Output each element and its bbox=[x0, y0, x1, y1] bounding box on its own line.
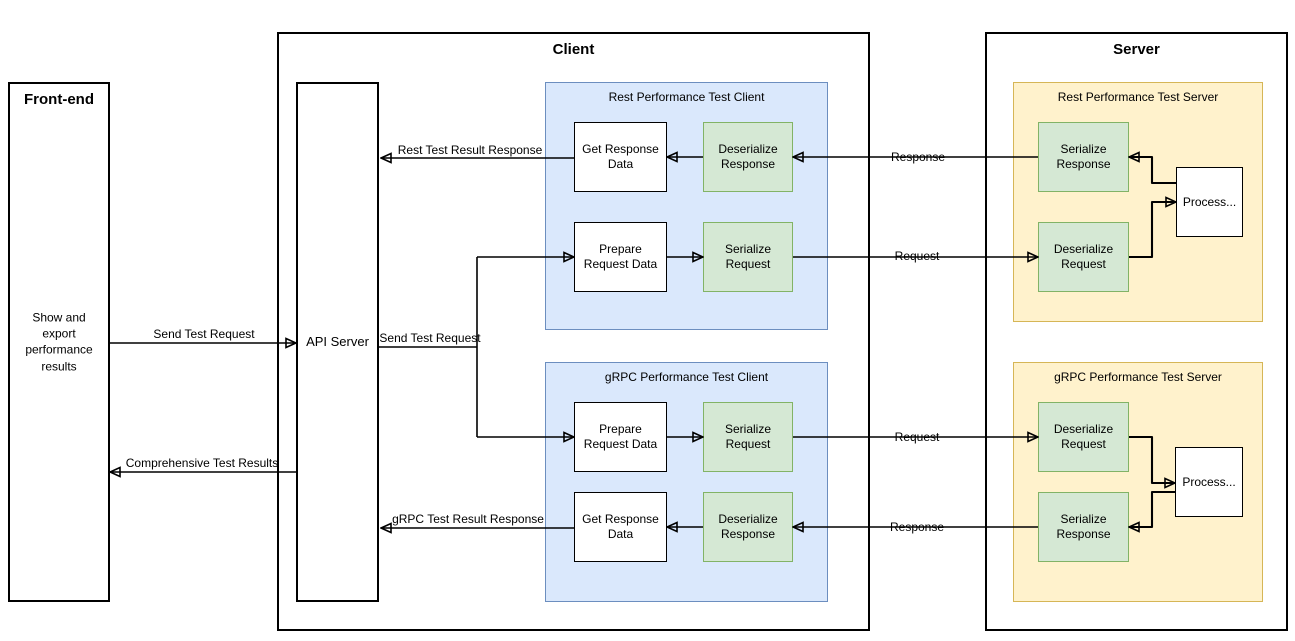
grpc-server-process-node: Process... bbox=[1175, 447, 1243, 517]
rest-client-serialize-request-node: Serialize Request bbox=[703, 222, 793, 292]
grpc-client-deserialize-response-node: Deserialize Response bbox=[703, 492, 793, 562]
grpc-server-deserialize-request-label: Deserialize Request bbox=[1053, 422, 1114, 451]
edge-label-comprehensive-test-results: Comprehensive Test Results bbox=[125, 456, 279, 470]
rest-server-serialize-response-label: Serialize Response bbox=[1056, 142, 1111, 171]
grpc-client-prepare-request-data-label: Prepare Request Data bbox=[583, 422, 658, 451]
rest-client-serialize-request-label: Serialize Request bbox=[724, 242, 772, 271]
edge-label-rest-test-result-response: Rest Test Result Response bbox=[397, 143, 543, 157]
rest-client-get-response-data-node: Get Response Data bbox=[574, 122, 667, 192]
rest-server-process-label: Process... bbox=[1182, 194, 1237, 209]
grpc-server-deserialize-request-node: Deserialize Request bbox=[1038, 402, 1129, 472]
edge-label-rest-response: Response bbox=[890, 150, 946, 164]
grpc-server-process-label: Process... bbox=[1182, 474, 1236, 489]
rest-client-get-response-data-label: Get Response Data bbox=[582, 142, 659, 171]
grpc-client-serialize-request-label: Serialize Request bbox=[724, 422, 772, 451]
grpc-client-group: gRPC Performance Test Client bbox=[545, 362, 828, 602]
rest-server-deserialize-request-node: Deserialize Request bbox=[1038, 222, 1129, 292]
grpc-server-serialize-response-node: Serialize Response bbox=[1038, 492, 1129, 562]
grpc-client-serialize-request-node: Serialize Request bbox=[703, 402, 793, 472]
rest-client-deserialize-response-node: Deserialize Response bbox=[703, 122, 793, 192]
grpc-client-deserialize-response-label: Deserialize Response bbox=[718, 512, 778, 541]
grpc-server-group-title: gRPC Performance Test Server bbox=[1054, 370, 1222, 384]
rest-client-group: Rest Performance Test Client bbox=[545, 82, 828, 330]
server-title: Server bbox=[1113, 41, 1160, 58]
rest-client-deserialize-response-label: Deserialize Response bbox=[718, 142, 778, 171]
grpc-client-get-response-data-label: Get Response Data bbox=[582, 512, 659, 541]
rest-server-serialize-response-node: Serialize Response bbox=[1038, 122, 1129, 192]
edge-label-send-test-request-api: Send Test Request bbox=[379, 331, 481, 345]
client-title: Client bbox=[552, 41, 595, 58]
rest-client-group-title: Rest Performance Test Client bbox=[608, 90, 765, 104]
edge-label-send-test-request-frontend: Send Test Request bbox=[153, 327, 255, 341]
rest-client-prepare-request-data-label: Prepare Request Data bbox=[583, 242, 658, 271]
api-server-box: API Server bbox=[296, 82, 379, 602]
api-server-label: API Server bbox=[306, 334, 369, 350]
edge-label-rest-request: Request bbox=[894, 249, 940, 263]
edge-label-grpc-test-result-response: gRPC Test Result Response bbox=[392, 512, 544, 526]
front-end-box: Front-end Show and export performance re… bbox=[8, 82, 110, 602]
edge-label-grpc-request: Request bbox=[894, 430, 940, 444]
grpc-server-serialize-response-label: Serialize Response bbox=[1056, 512, 1111, 541]
grpc-client-get-response-data-node: Get Response Data bbox=[574, 492, 667, 562]
rest-server-process-node: Process... bbox=[1176, 167, 1243, 237]
front-end-body-label: Show and export performance results bbox=[25, 310, 93, 374]
grpc-client-group-title: gRPC Performance Test Client bbox=[604, 370, 769, 384]
rest-server-deserialize-request-label: Deserialize Request bbox=[1053, 242, 1114, 271]
edge-label-grpc-response: Response bbox=[889, 520, 945, 534]
front-end-title: Front-end bbox=[24, 91, 94, 108]
rest-server-group-title: Rest Performance Test Server bbox=[1057, 90, 1219, 104]
rest-client-prepare-request-data-node: Prepare Request Data bbox=[574, 222, 667, 292]
grpc-client-prepare-request-data-node: Prepare Request Data bbox=[574, 402, 667, 472]
